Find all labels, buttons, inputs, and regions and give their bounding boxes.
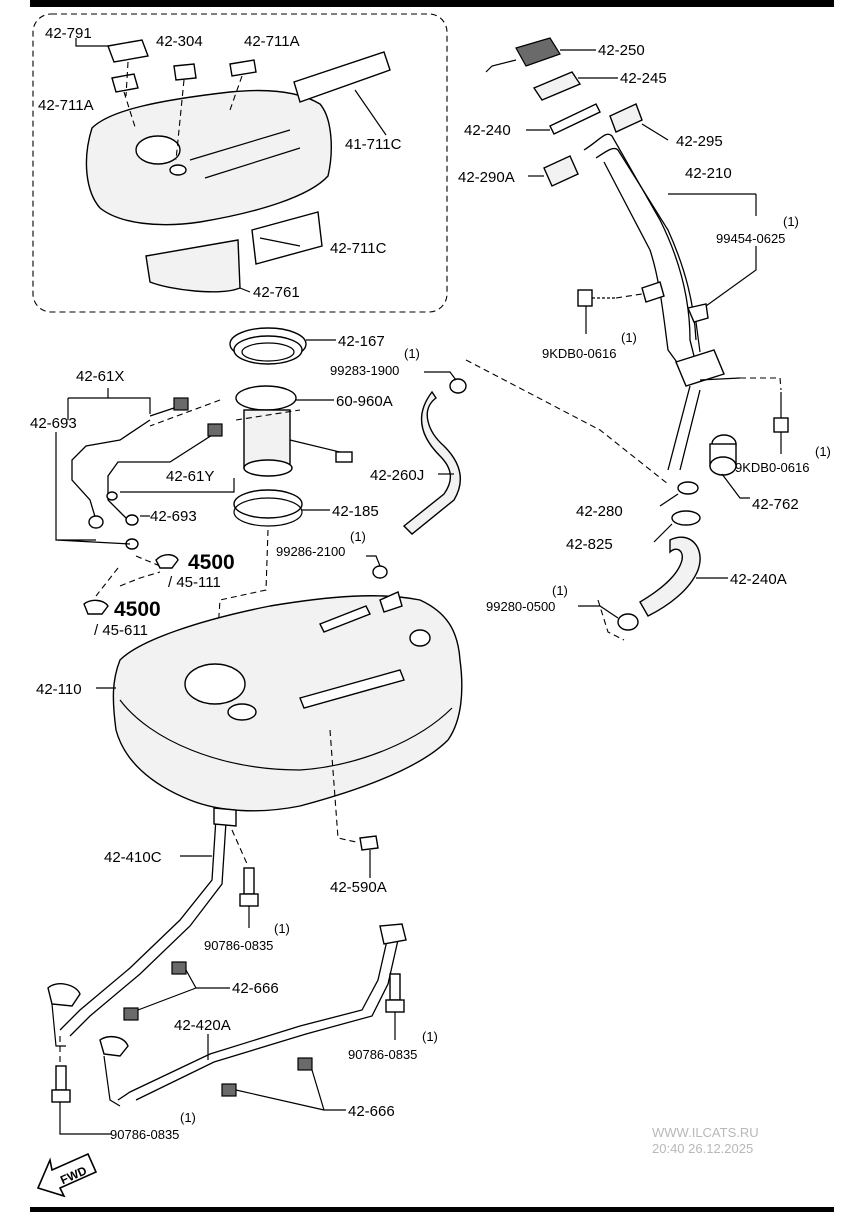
pad-41-711C bbox=[293, 51, 391, 103]
label-42-711A-top: 42-711A bbox=[244, 33, 300, 50]
label-42-590A: 42-590A bbox=[330, 879, 387, 896]
label-42-210: 42-210 bbox=[685, 165, 732, 182]
part-42-240 bbox=[549, 103, 601, 135]
label-45-111: / 45-111 bbox=[168, 574, 221, 591]
label-42-420A: 42-420A bbox=[174, 1017, 231, 1034]
qty-99286: (1) bbox=[350, 529, 366, 544]
label-42-791: 42-791 bbox=[45, 25, 92, 42]
pad-42-711A-top bbox=[229, 59, 257, 77]
watermark-datetime: 20:40 26.12.2025 bbox=[652, 1141, 753, 1156]
part-42-250 bbox=[515, 37, 561, 67]
label-42-761: 42-761 bbox=[253, 284, 300, 301]
tank-straps-group bbox=[47, 807, 407, 1135]
qty-99280: (1) bbox=[552, 583, 568, 598]
pad-42-791 bbox=[107, 39, 149, 63]
label-42-240: 42-240 bbox=[464, 122, 511, 139]
pad-42-711C bbox=[251, 211, 323, 265]
pad-42-761 bbox=[145, 239, 241, 293]
label-4500-a: 4500 bbox=[188, 551, 235, 574]
label-60-960A: 60-960A bbox=[336, 393, 393, 410]
label-9KDB0-0616-a: 9KDB0-0616 bbox=[542, 346, 616, 361]
qty-9KDB0-a: (1) bbox=[621, 330, 637, 345]
label-42-185: 42-185 bbox=[332, 503, 379, 520]
fuel-pump-group bbox=[55, 327, 467, 661]
label-42-290A: 42-290A bbox=[458, 169, 515, 186]
part-42-295 bbox=[609, 103, 643, 133]
label-42-762: 42-762 bbox=[752, 496, 799, 513]
label-42-666-a: 42-666 bbox=[232, 980, 279, 997]
label-42-240A: 42-240A bbox=[730, 571, 787, 588]
label-99454-0625: 99454-0625 bbox=[716, 231, 785, 246]
label-42-110: 42-110 bbox=[36, 681, 82, 698]
label-90786-0835-b: 90786-0835 bbox=[348, 1047, 417, 1062]
label-42-61Y: 42-61Y bbox=[166, 468, 214, 485]
label-99283-1900: 99283-1900 bbox=[330, 363, 399, 378]
qty-99283: (1) bbox=[404, 346, 420, 361]
pad-42-304 bbox=[173, 63, 197, 81]
label-42-825: 42-825 bbox=[566, 536, 613, 553]
qty-90786-c: (1) bbox=[180, 1110, 196, 1125]
label-42-304: 42-304 bbox=[156, 33, 203, 50]
label-90786-0835-a: 90786-0835 bbox=[204, 938, 273, 953]
fwd-arrow-icon: FWD bbox=[36, 1152, 98, 1198]
label-42-61X: 42-61X bbox=[76, 368, 124, 385]
part-42-290A bbox=[543, 155, 579, 187]
label-42-250: 42-250 bbox=[598, 42, 645, 59]
filler-neck-group bbox=[465, 37, 789, 641]
label-42-410C: 42-410C bbox=[104, 849, 162, 866]
insulator-inset bbox=[32, 13, 448, 313]
bottom-border-bar bbox=[30, 1207, 834, 1212]
qty-9KDB0-b: (1) bbox=[815, 444, 831, 459]
label-42-693-a: 42-693 bbox=[30, 415, 77, 432]
label-42-666-b: 42-666 bbox=[348, 1103, 395, 1120]
fuel-tank-42-110 bbox=[96, 591, 463, 878]
label-42-295: 42-295 bbox=[676, 133, 723, 150]
label-42-693-b: 42-693 bbox=[150, 508, 197, 525]
label-99286-2100: 99286-2100 bbox=[276, 544, 345, 559]
label-99280-0500: 99280-0500 bbox=[486, 599, 555, 614]
label-42-245: 42-245 bbox=[620, 70, 667, 87]
label-45-611: / 45-611 bbox=[94, 622, 148, 639]
label-42-280: 42-280 bbox=[576, 503, 623, 520]
part-42-185 bbox=[233, 489, 303, 519]
watermark-site: WWW.ILCATS.RU bbox=[652, 1125, 759, 1140]
qty-99454: (1) bbox=[783, 214, 799, 229]
label-42-711C: 42-711C bbox=[330, 240, 387, 257]
qty-90786-b: (1) bbox=[422, 1029, 438, 1044]
label-42-711A-left: 42-711A bbox=[38, 97, 94, 114]
label-41-711C: 41-711C bbox=[345, 136, 402, 153]
label-4500-b: 4500 bbox=[114, 598, 161, 621]
label-9KDB0-0616-b: 9KDB0-0616 bbox=[735, 460, 809, 475]
label-42-167: 42-167 bbox=[338, 333, 385, 350]
part-42-245 bbox=[532, 71, 582, 101]
pad-42-711A-left bbox=[111, 73, 139, 93]
label-42-260J: 42-260J bbox=[370, 467, 424, 484]
label-90786-0835-c: 90786-0835 bbox=[110, 1127, 179, 1142]
top-border-bar bbox=[30, 0, 834, 7]
qty-90786-a: (1) bbox=[274, 921, 290, 936]
